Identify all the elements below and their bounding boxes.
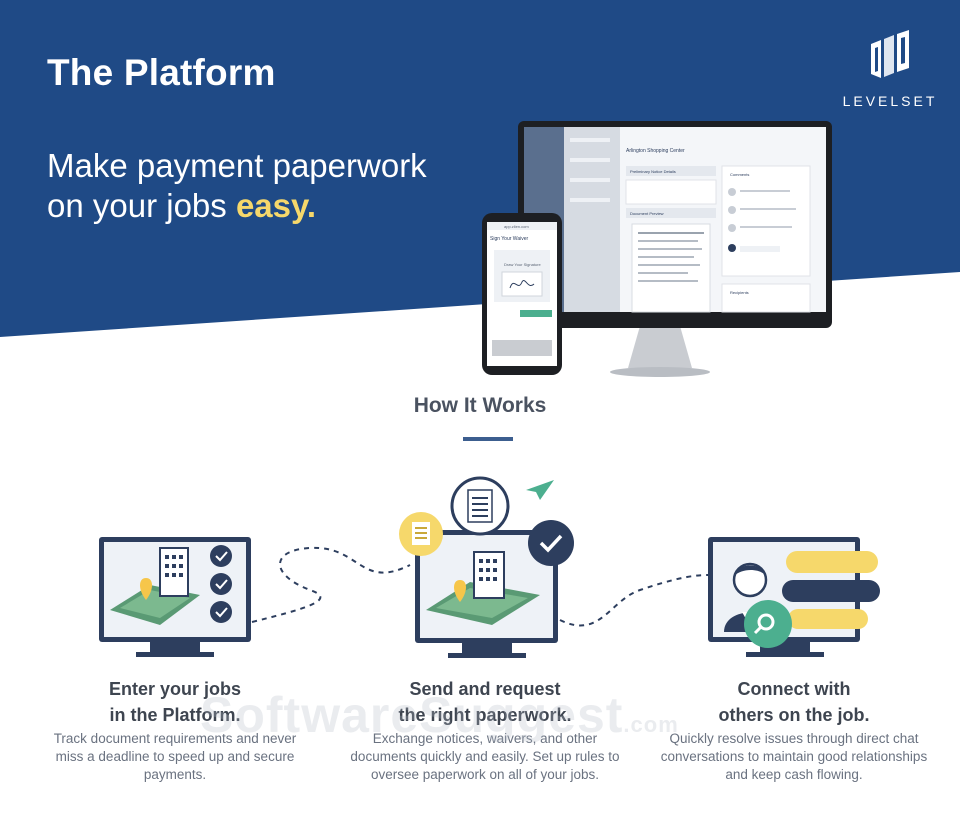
phone-url: app.zlien.com [504,224,529,229]
phone-sign-label: Draw Your Signature [504,262,541,267]
phone-heading: Sign Your Waiver [490,236,529,242]
step-1-title: Enter your jobs in the Platform. [45,676,305,728]
page-title: The Platform [47,52,276,93]
levelset-mark-icon [871,30,909,78]
how-it-works-heading: How It Works [413,394,547,417]
step-1-title-line-2: in the Platform. [109,705,241,725]
step-3-title-line-1: Connect with [737,679,851,699]
step-1-description: Track document requirements and never mi… [53,731,297,782]
building-map-documents-icon [399,476,574,658]
step-2-title-line-1: Send and request [409,679,561,699]
step-2-description: Exchange notices, waivers, and other doc… [350,731,620,782]
how-it-works-illustrations [0,460,960,675]
step-3-title-line-2: others on the job. [718,705,870,725]
tagline-line-1: Make payment paperwork [47,147,427,184]
monitor-comments-label: Comments [730,172,749,177]
step-3-title: Connect with others on the job. [664,676,924,728]
step-3-description: Quickly resolve issues through direct ch… [660,731,928,782]
person-chat-icon [708,537,880,657]
step-1-title-line-1: Enter your jobs [108,679,242,699]
tagline: Make payment paperwork on your jobs easy… [47,146,427,226]
tagline-line-2: on your jobs [47,187,236,224]
monitor-section-details: Preliminary Notice Details [630,169,676,174]
heading-divider [463,437,513,441]
monitor-project-name: Arlington Shopping Center [626,148,685,154]
monitor-section-preview: Document Preview [630,211,664,216]
levelset-logo[interactable]: LEVELSET [840,30,940,109]
logo-wordmark: LEVELSET [842,93,938,109]
product-screens-mockup: Arlington Shopping Center Preliminary No… [480,118,840,385]
step-2-title-line-2: the right paperwork. [398,705,572,725]
building-map-checklist-icon [99,537,251,657]
tagline-highlight: easy. [235,187,317,224]
monitor-recipients-label: Recipients [730,290,749,295]
step-2-title: Send and request the right paperwork. [355,676,615,728]
